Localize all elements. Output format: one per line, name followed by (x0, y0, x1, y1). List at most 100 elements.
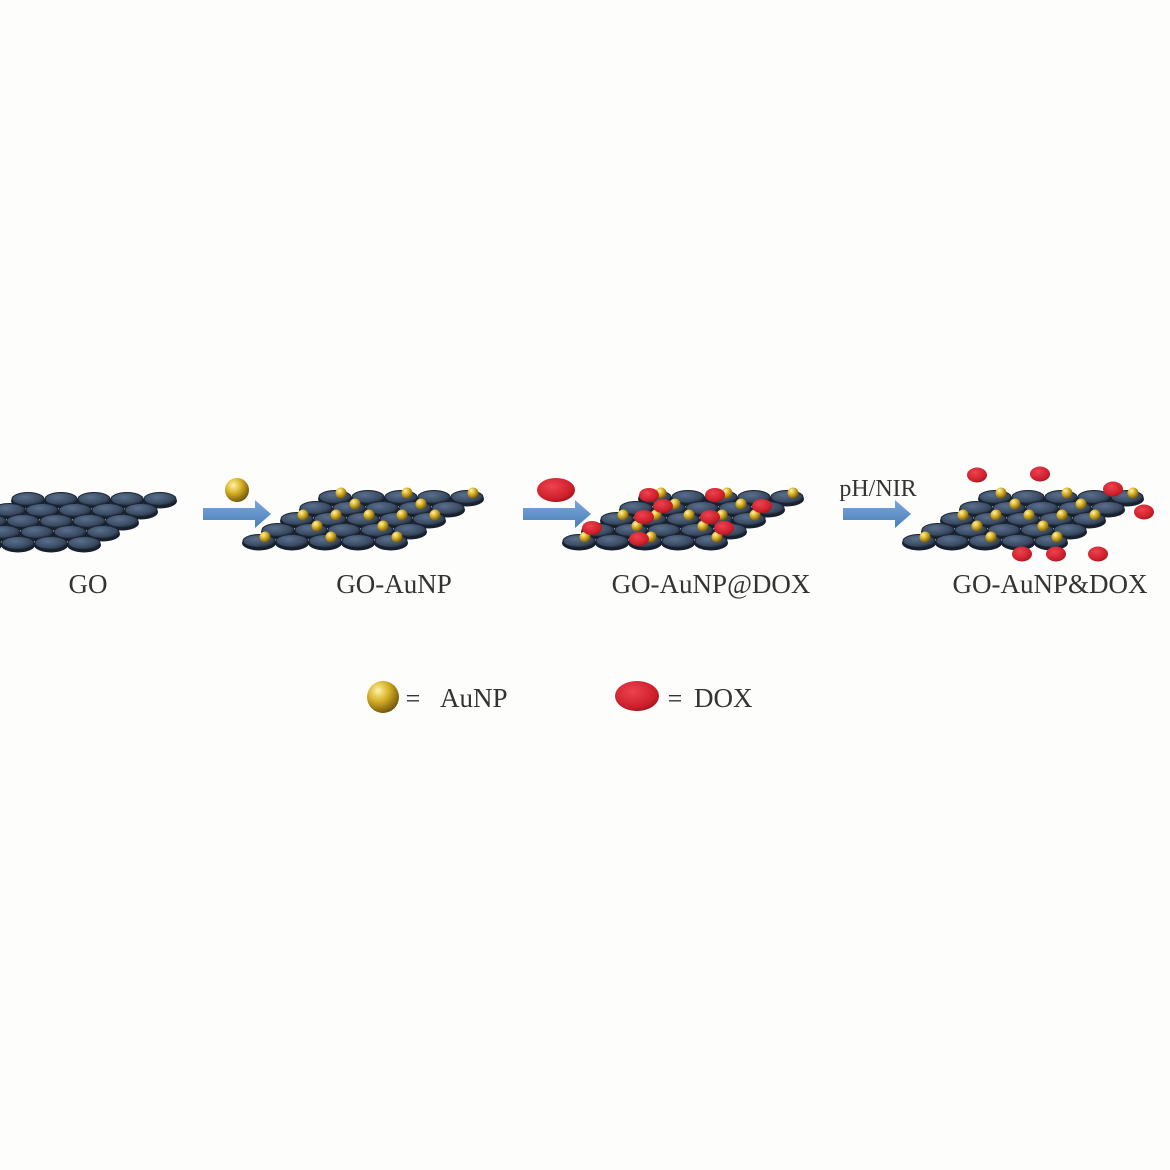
aunp-particle (990, 509, 1002, 521)
aunp-particle (1075, 498, 1087, 510)
aunp-particle (971, 520, 983, 532)
legend-aunp: = AuNP (367, 681, 508, 713)
aunp-particle (396, 509, 408, 521)
legend-dox-label: DOX (694, 683, 753, 713)
go-sheet (0, 492, 177, 553)
legend-dox-separator: = (668, 684, 683, 713)
aunp-particle (1009, 498, 1021, 510)
aunp-particle (330, 509, 342, 521)
dox-molecule (1088, 546, 1108, 562)
graphene-hex (935, 534, 969, 548)
graphene-hex-group (242, 490, 484, 551)
dox-molecule (1030, 466, 1050, 482)
dox-molecule (1046, 546, 1066, 562)
legend-aunp-label: AuNP (440, 683, 508, 713)
dox-molecule (714, 521, 734, 535)
graphene-hex (0, 515, 7, 527)
aunp-particle (735, 498, 747, 510)
graphene-hex (25, 503, 59, 517)
graphene-hex (1025, 501, 1059, 515)
dox-molecule (1103, 481, 1123, 497)
aunp-particle (1061, 487, 1073, 499)
dox-molecule (582, 521, 602, 535)
graphene-hex (341, 534, 375, 548)
graphene-hex (67, 536, 101, 550)
graphene-hex (365, 501, 399, 515)
aunp-particles (259, 487, 479, 543)
graphene-hex (86, 525, 120, 539)
graphene-hex (959, 501, 993, 515)
aunp-particle (1056, 509, 1068, 521)
graphene-hex (77, 492, 111, 506)
graphene-hex (44, 492, 78, 506)
graphene-hex (671, 490, 705, 504)
graphene-hex (11, 492, 45, 506)
legend-dox: = DOX (615, 681, 753, 713)
graphene-hex (0, 540, 2, 546)
graphene-hex (72, 514, 106, 528)
dox-molecule (653, 499, 673, 513)
aunp-particle (401, 487, 413, 499)
graphene-hex (0, 525, 21, 539)
graphene-hex (987, 523, 1021, 537)
dox-loaded (582, 488, 772, 546)
dox-molecule (629, 532, 649, 546)
graphene-hex (1077, 490, 1111, 504)
stage-label-go: GO (69, 569, 108, 599)
graphene-hex (110, 492, 144, 506)
aunp-particle (429, 509, 441, 521)
graphene-hex (1053, 523, 1087, 537)
stage-label-go-aunp-dox: GO-AuNP@DOX (612, 569, 811, 599)
graphene-hex (1091, 501, 1125, 515)
graphene-hex (34, 536, 68, 550)
graphene-hex-group (562, 490, 804, 551)
graphene-hex (351, 490, 385, 504)
aunp-particle (467, 487, 479, 499)
dox-molecule (634, 510, 654, 524)
graphene-hex (921, 523, 955, 537)
graphene-hex (595, 534, 629, 548)
aunp-particle (259, 531, 271, 543)
aunp-particle (391, 531, 403, 543)
step-arrow-2 (523, 500, 591, 528)
graphene-hex (39, 514, 73, 528)
graphene-hex (261, 523, 295, 537)
step-condition-label: pH/NIR (839, 476, 916, 502)
aunp-particle (349, 498, 361, 510)
aunp-particle (787, 487, 799, 499)
dox-molecule (1134, 504, 1154, 520)
legend-aunp-icon (367, 681, 399, 713)
aunp-particle (995, 487, 1007, 499)
dox-molecule (967, 467, 987, 483)
graphene-hex (91, 503, 125, 517)
graphene-hex (1001, 534, 1035, 548)
graphene-hex (393, 523, 427, 537)
graphene-hex (661, 534, 695, 548)
graphene-hex (647, 523, 681, 537)
stage-label-go-aunp-and-dox: GO-AuNP&DOX (953, 569, 1149, 599)
legend-aunp-separator: = (406, 684, 421, 713)
dox-released (967, 466, 1154, 562)
graphene-hex (431, 501, 465, 515)
stage-label-go-aunp: GO-AuNP (336, 569, 452, 599)
dox-molecule (639, 488, 659, 502)
dox-reagent-icon (537, 478, 575, 502)
aunp-particle (919, 531, 931, 543)
graphene-hex (327, 523, 361, 537)
graphene-hex (124, 503, 158, 517)
graphene-hex-group (0, 492, 177, 553)
graphene-hex (53, 525, 87, 539)
dox-molecule (700, 510, 720, 524)
aunp-particle (363, 509, 375, 521)
aunp-particle (985, 531, 997, 543)
graphene-hex (58, 503, 92, 517)
aunp-particle (957, 509, 969, 521)
go-aunp-sheet (242, 487, 484, 551)
aunp-reagent-icon (225, 478, 249, 502)
aunp-particle (1127, 487, 1139, 499)
aunp-particle (335, 487, 347, 499)
legend-dox-icon (615, 681, 659, 711)
aunp-particle (1037, 520, 1049, 532)
aunp-particle (1051, 531, 1063, 543)
aunp-particle (415, 498, 427, 510)
